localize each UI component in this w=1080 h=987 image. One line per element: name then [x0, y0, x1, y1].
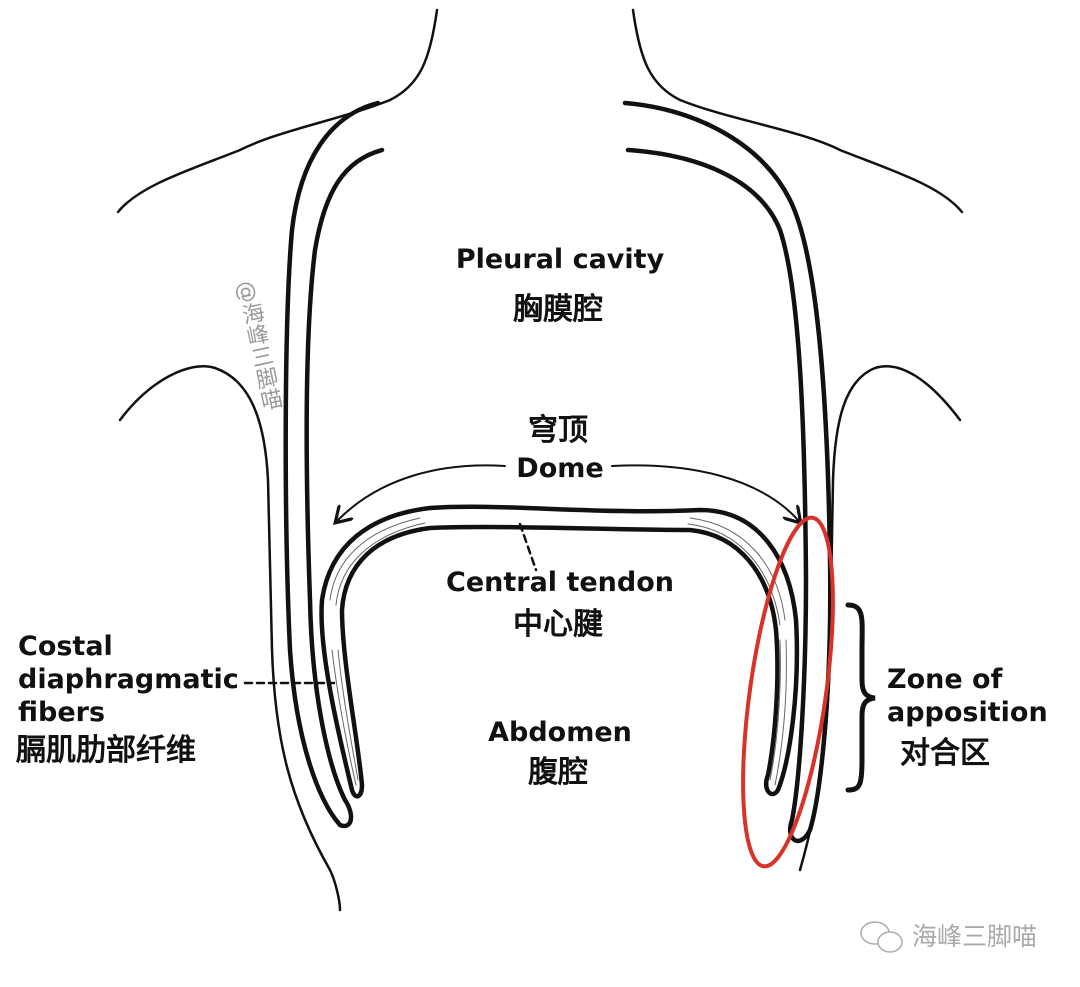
- dome-arrow-right: [611, 464, 798, 520]
- pleural-cavity-label: Pleural cavity: [455, 244, 665, 275]
- costal-label-2: diaphragmatic: [18, 664, 239, 695]
- central-tendon-label: Central tendon: [446, 567, 674, 598]
- left-rib: [283, 100, 385, 829]
- costal-label-3: fibers: [18, 697, 106, 728]
- central-tendon-leader: [518, 522, 538, 572]
- zone-of-apposition-highlight: [741, 515, 835, 869]
- dome-label: Dome: [516, 453, 604, 484]
- diaphragm-outer: [319, 504, 800, 799]
- zone-label-1: Zone of: [887, 664, 1003, 695]
- left-shoulder-outline: [116, 8, 439, 214]
- dome-arrow-left: [338, 464, 506, 520]
- wechat-icon: [860, 921, 903, 953]
- zone-brace: [845, 602, 876, 793]
- muscle-fibers: [329, 517, 787, 786]
- zone-label-zh: 对合区: [900, 736, 990, 771]
- costal-label-1: Costal: [18, 631, 113, 662]
- dome-label-zh: 穹顶: [528, 413, 588, 448]
- corner-watermark: 海峰三脚喵: [912, 922, 1038, 951]
- right-rib: [622, 100, 833, 844]
- right-shoulder-outline: [631, 8, 964, 214]
- zone-label-2: apposition: [887, 697, 1048, 728]
- abdomen-label: Abdomen: [488, 717, 632, 748]
- central-tendon-label-zh: 中心腱: [513, 607, 603, 642]
- left-torso-outline: [118, 365, 342, 912]
- pleural-cavity-label-zh: 胸膜腔: [513, 292, 603, 327]
- costal-label-zh: 膈肌肋部纤维: [16, 733, 196, 768]
- right-torso-outline: [798, 365, 962, 872]
- abdomen-label-zh: 腹腔: [528, 755, 588, 790]
